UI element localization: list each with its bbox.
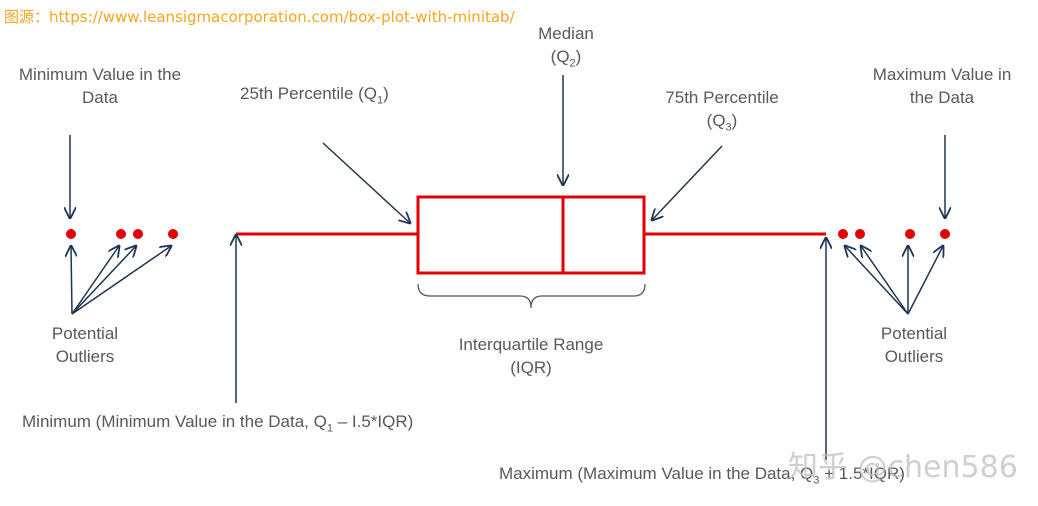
arrow-q1 [322,142,410,223]
fan-left [71,246,72,315]
label-q1: 25th Percentile (Q1) [240,84,389,107]
outlier-point [66,229,76,239]
source-caption: 图源：https://www.leansigmacorporation.com/… [4,8,515,26]
fan-right [907,246,943,315]
outlier-point [905,229,915,239]
label-median: Median (Q2) [538,24,594,70]
watermark: 知乎 @chen586 [788,450,1018,485]
label-outliers-right: Potential Outliers [880,324,948,366]
outlier-point [133,229,143,239]
label-iqr: Interquartile Range (IQR) [458,335,604,377]
label-q3: 75th Percentile (Q3) [665,88,779,134]
label-minimum: Minimum (Minimum Value in the Data, Q1 –… [22,412,414,435]
arrow-q3 [652,145,723,220]
outlier-point [855,229,865,239]
label-min-value: Minimum Value in the Data [18,65,182,107]
outlier-point [116,229,126,239]
fan-left [71,246,136,315]
label-max-value: Maximum Value in the Data [872,65,1012,107]
label-maximum: Maximum (Maximum Value in the Data, Q3 +… [499,464,905,487]
outlier-point [168,229,178,239]
fan-right [845,246,909,315]
fan-left [71,246,119,315]
iqr-brace [417,283,646,309]
outlier-point [838,229,848,239]
fan-left [71,246,171,315]
outlier-point [940,229,950,239]
label-outliers-left: Potential Outliers [51,324,119,366]
fan-right [861,246,909,315]
iqr-box [416,195,646,275]
